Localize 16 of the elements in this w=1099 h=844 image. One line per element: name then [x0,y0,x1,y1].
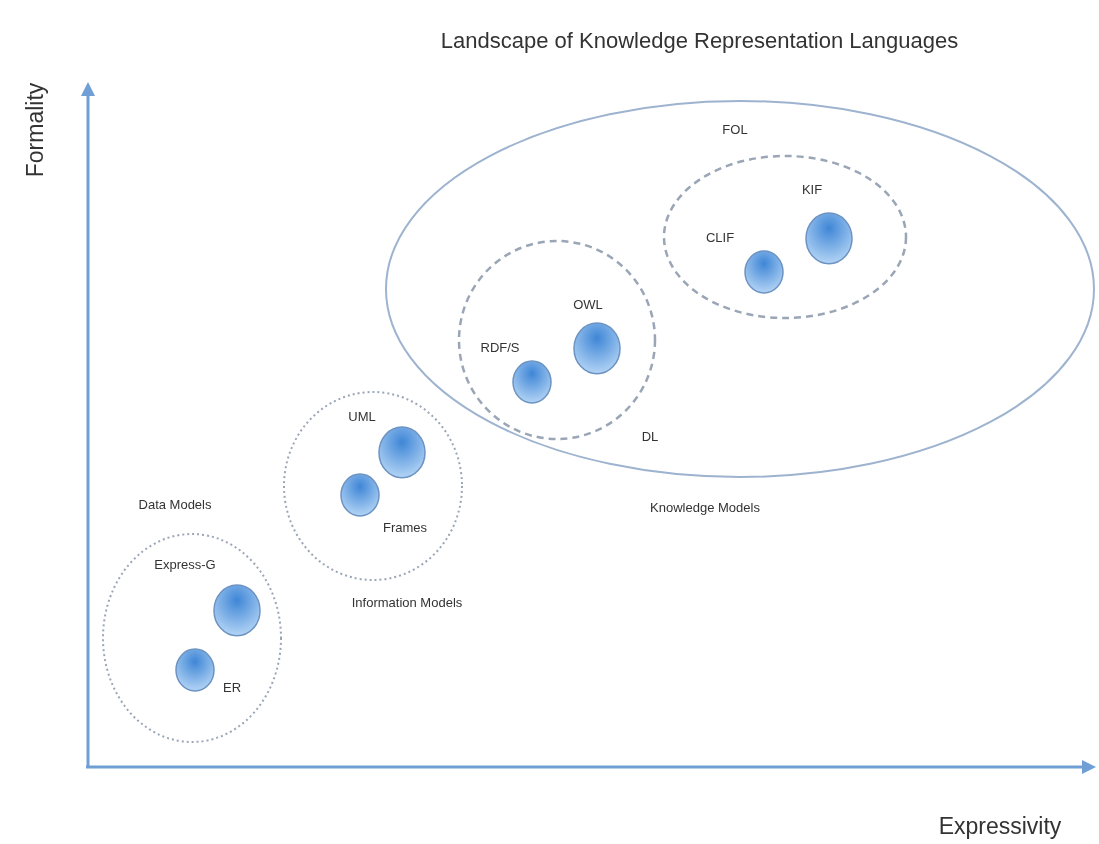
language-label: KIF [801,182,823,198]
language-label: ER [222,680,242,696]
language-label: UML [348,409,376,425]
group-label: Information Models [351,595,463,611]
language-label: Frames [382,520,428,536]
language-label: RDF/S [480,340,520,356]
language-label: OWL [573,297,603,313]
group-label: Knowledge Models [650,500,760,516]
group-label: DL [641,429,659,445]
group-label: Data Models [138,497,212,513]
language-label: Express-G [154,557,216,573]
language-label: CLIF [705,230,735,246]
axis-label: Expressivity [938,812,1062,840]
diagram-title: Landscape of Knowledge Representation Languages [439,28,960,54]
axis-label: Formality [21,82,49,178]
group-label: FOL [722,122,748,138]
